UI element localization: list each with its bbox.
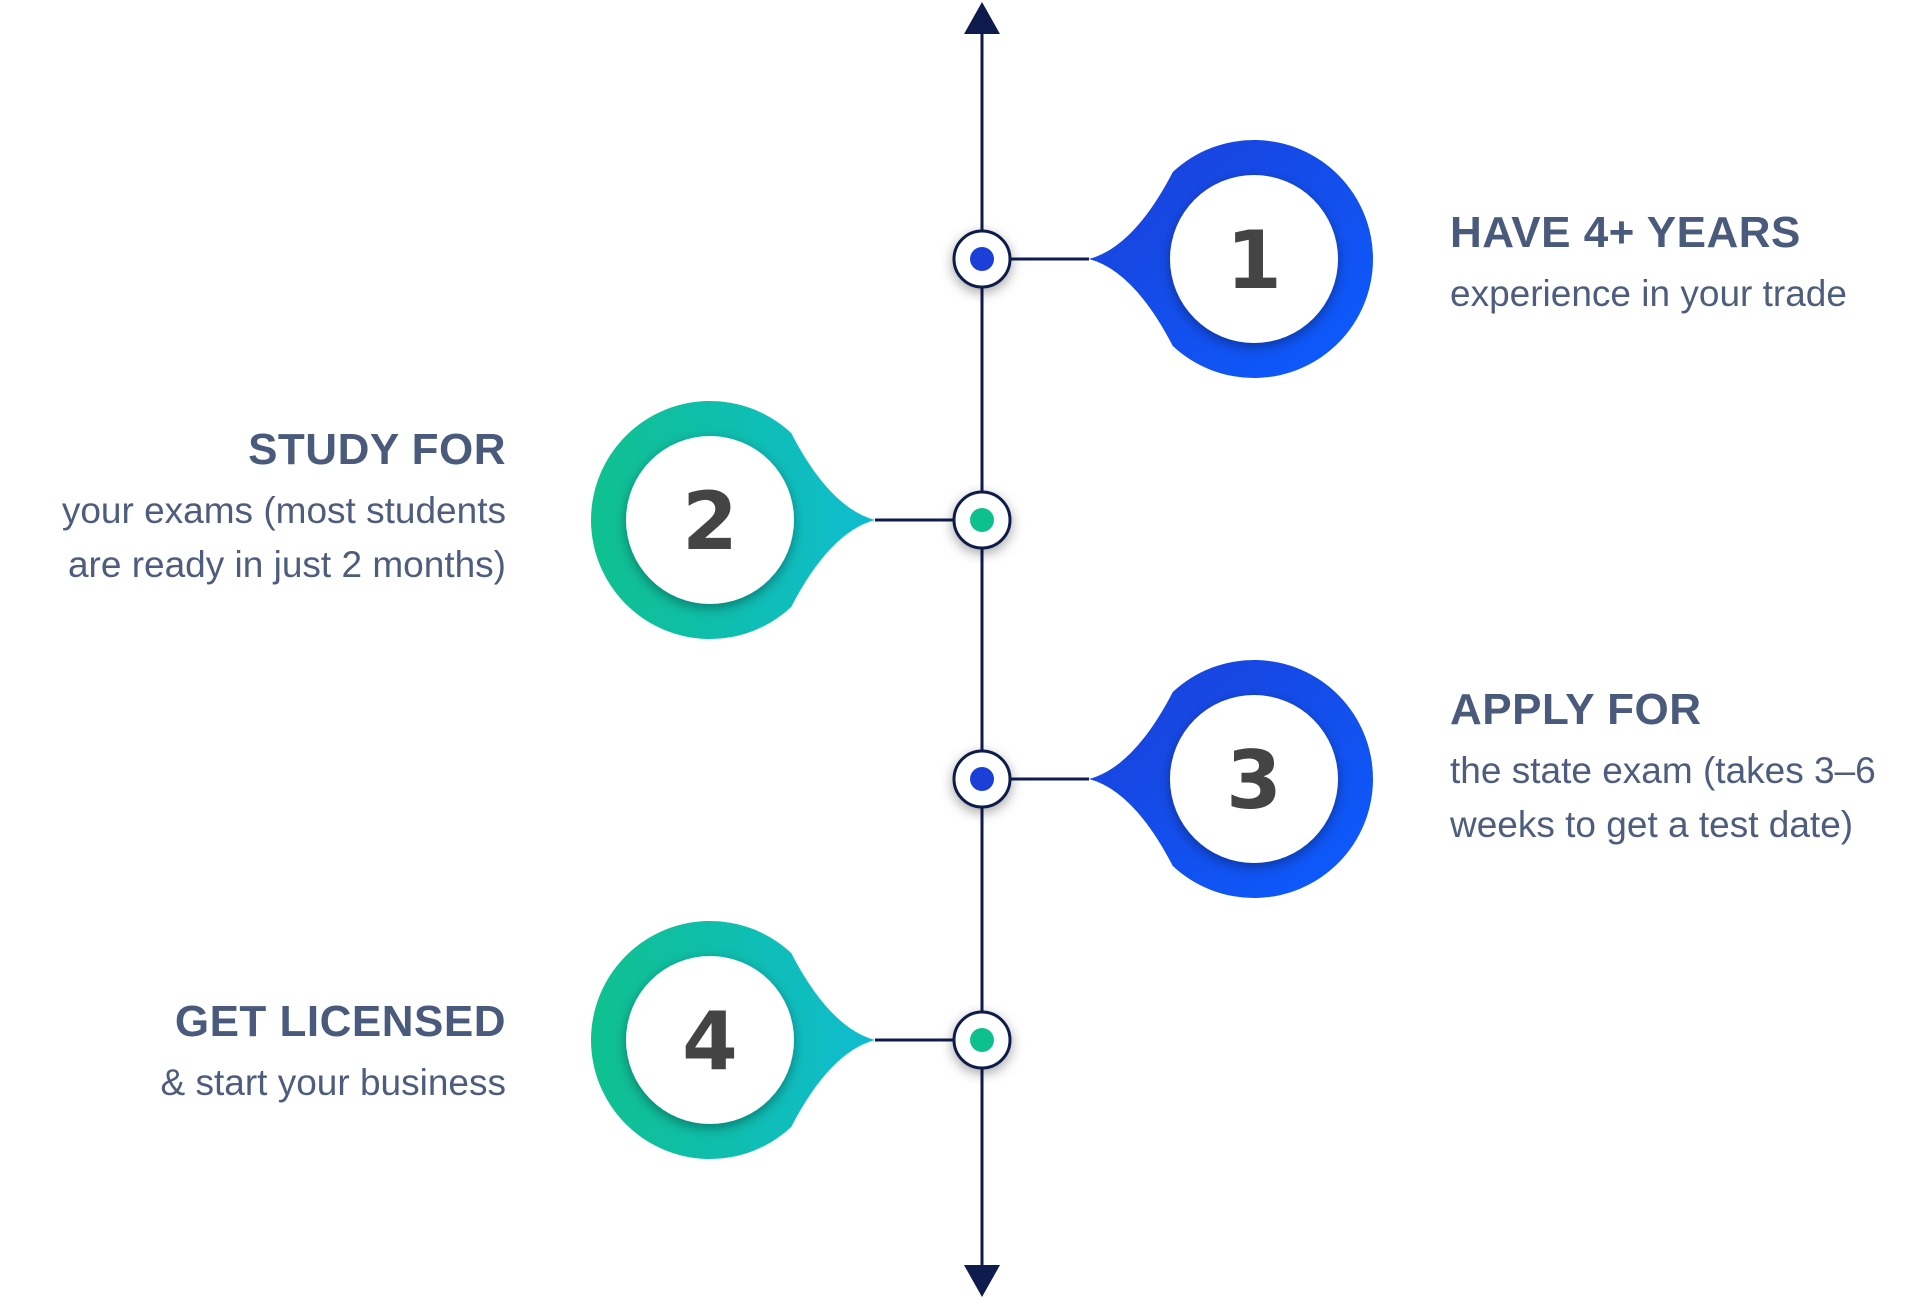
step-2-description-line-2: are ready in just 2 months) (67, 544, 506, 585)
step-2-text: STUDY FOR your exams (most students are … (0, 424, 506, 592)
step-3-description-line-1: the state exam (takes 3–6 (1450, 750, 1876, 791)
step-3-number: 3 (1226, 734, 1282, 827)
step-2-axis-dot (970, 508, 994, 532)
step-4-text: GET LICENSED & start your business (0, 996, 506, 1110)
step-1-text: HAVE 4+ YEARS experience in your trade (1450, 207, 1910, 321)
step-4-number: 4 (682, 995, 738, 1088)
step-1-axis-dot (970, 247, 994, 271)
step-4-badge (626, 956, 794, 1124)
arrow-up-icon (964, 2, 1000, 34)
step-1-badge (1170, 175, 1338, 343)
step-3-text: APPLY FOR the state exam (takes 3–6 week… (1450, 684, 1910, 852)
step-3-title: APPLY FOR (1450, 685, 1702, 734)
step-2-description-line-1: your exams (most students (61, 490, 506, 531)
step-3-badge (1170, 695, 1338, 863)
step-4-description-line-1: & start your business (160, 1062, 506, 1103)
step-2-number: 2 (682, 475, 738, 568)
step-1-number: 1 (1226, 214, 1282, 307)
step-3-description-line-2: weeks to get a test date) (1450, 804, 1854, 845)
step-2-title: STUDY FOR (248, 425, 506, 474)
step-4-axis-dot (970, 1028, 994, 1052)
arrow-down-icon (964, 1265, 1000, 1297)
step-2-badge (626, 436, 794, 604)
step-1-description-line-1: experience in your trade (1450, 273, 1847, 314)
step-1-title: HAVE 4+ YEARS (1450, 208, 1801, 257)
step-3-axis-dot (970, 767, 994, 791)
step-4-title: GET LICENSED (174, 997, 506, 1046)
